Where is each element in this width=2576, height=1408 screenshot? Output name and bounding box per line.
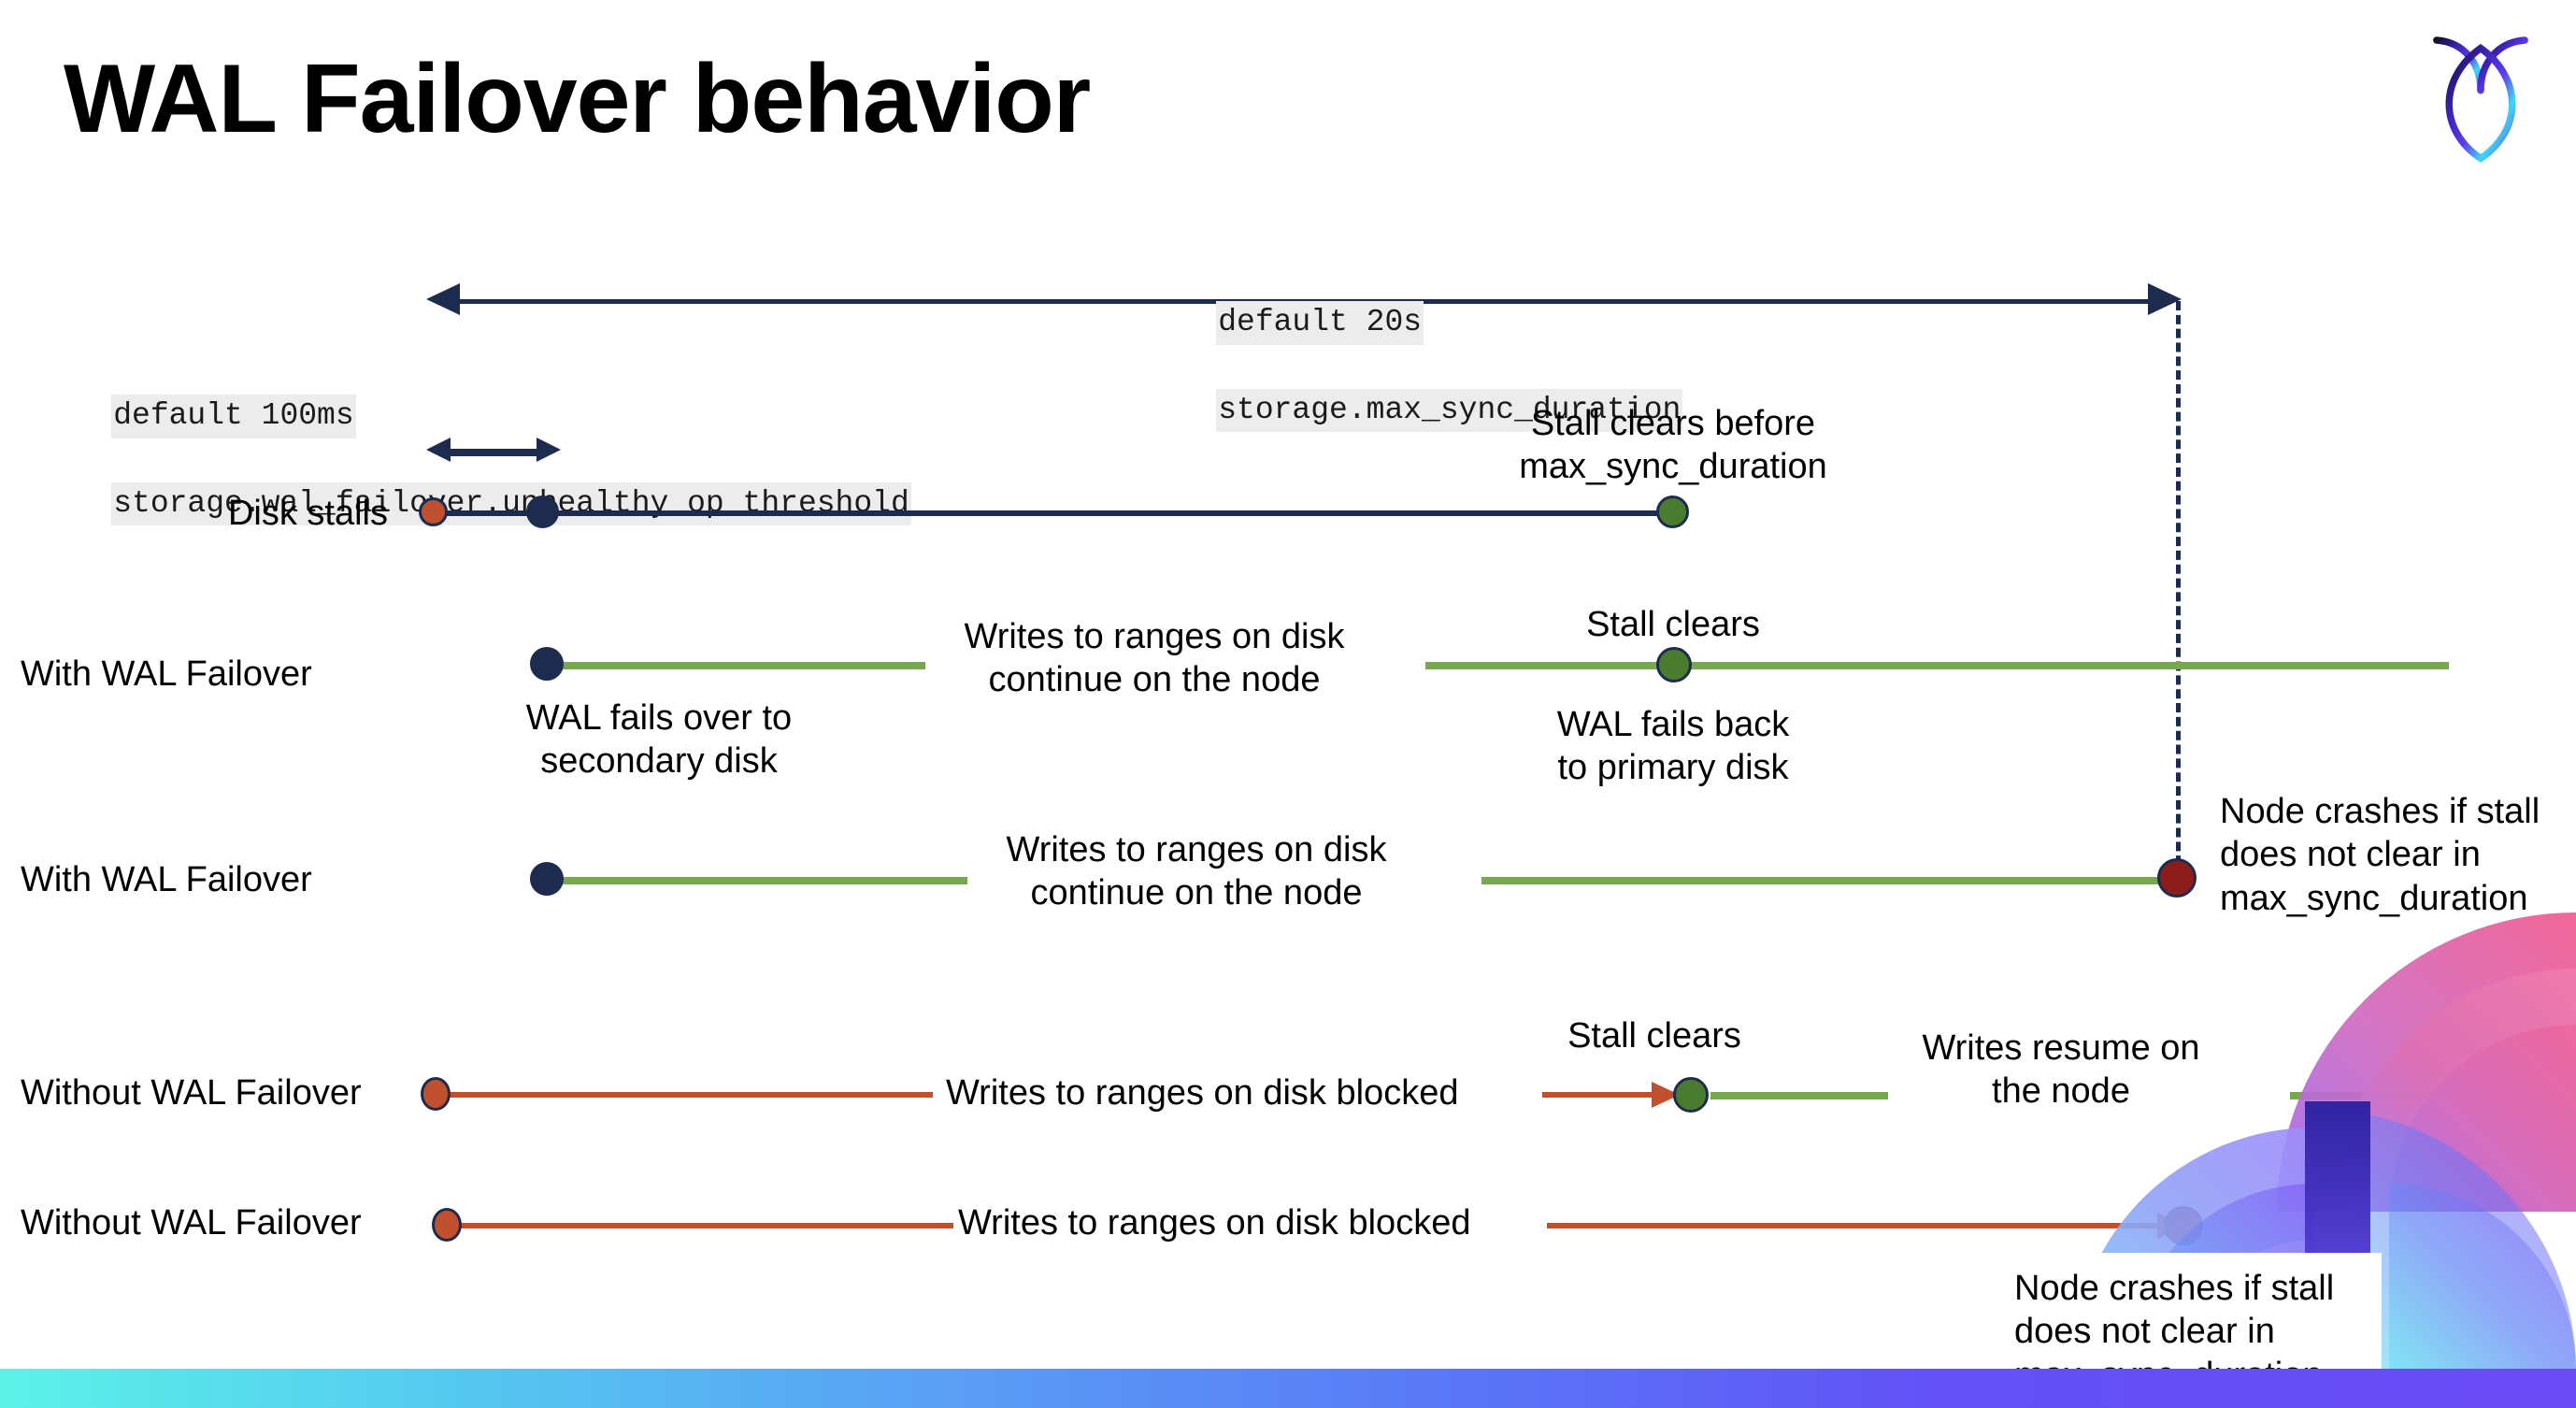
without-failover-crash-blocked-segment-a: [458, 1223, 953, 1228]
unhealthy-op-arrow-right-head: [537, 438, 561, 462]
without-failover-crash-node-crash-dot: [2164, 1206, 2203, 1245]
cockroachdb-logo: [2419, 26, 2542, 166]
without-failover-recovers-resume-segment: [1710, 1092, 1888, 1099]
with-failover-recovers-segment-b: [1425, 662, 2449, 669]
disk-stall-clear-dot: [1656, 496, 1689, 528]
with-failover-recovers-clear-dot: [1656, 647, 1692, 682]
bottom-gradient-band: [0, 1369, 2576, 1408]
with-failover-recovers-failover-dot: [530, 647, 564, 681]
without-failover-recovers-resume-segment-tail: [2290, 1092, 2454, 1099]
max-sync-arrow-left-head: [426, 283, 460, 315]
without-failover-crash-stall-dot: [432, 1208, 462, 1242]
with-failover-crash-segment-a: [547, 877, 967, 884]
row-label-disk-stalls: Disk stalls: [227, 494, 388, 533]
with-failover-crash-segment-b: [1481, 877, 2178, 884]
without-failover-recovers-blocked-note: Writes to ranges on disk blocked: [946, 1073, 1459, 1113]
max-sync-duration-callout: default 20s storage.max_sync_duration: [1142, 257, 1683, 476]
with-failover-crash-failover-dot: [530, 862, 564, 896]
without-failover-recovers-blocked-segment-b: [1542, 1092, 1654, 1098]
row-label-with-failover-crash: With WAL Failover: [21, 860, 312, 899]
without-failover-recovers-resume-note: Writes resume on the node: [1922, 1028, 2200, 1112]
without-failover-recovers-clear-dot: [1673, 1077, 1709, 1113]
disk-stalls-clear-note: Stall clears before max_sync_duration: [1519, 404, 1827, 487]
with-failover-recovers-start-note: WAL fails over to secondary disk: [525, 698, 793, 782]
disk-stall-failover-dot: [526, 496, 559, 528]
with-failover-crash-node-crash-dot: [2157, 858, 2197, 898]
unhealthy-op-arrow-left-head: [426, 438, 451, 462]
max-sync-dashed-guide: [2176, 301, 2181, 879]
without-failover-recovers-stall-dot: [421, 1077, 451, 1111]
disk-stalls-timeline: [439, 510, 1673, 516]
unhealthy-op-arrow-line: [447, 449, 537, 456]
max-sync-default-label: default 20s: [1216, 300, 1424, 345]
max-sync-setting-name: storage.max_sync_duration: [1216, 388, 1683, 433]
without-failover-recovers-blocked-segment-a: [447, 1092, 933, 1098]
with-failover-crash-note: Node crashes if stall does not clear in …: [2220, 792, 2540, 918]
disk-stall-start-dot: [419, 497, 448, 526]
with-failover-recovers-failback-note: WAL fails back to primary disk: [1556, 705, 1790, 788]
with-failover-recovers-clear-note: Stall clears: [1586, 605, 1760, 644]
row-label-without-failover-crash: Without WAL Failover: [21, 1203, 362, 1243]
row-label-with-failover-recovers: With WAL Failover: [21, 654, 312, 694]
without-failover-crash-blocked-note: Writes to ranges on disk blocked: [958, 1203, 1471, 1243]
row-label-without-failover-recovers: Without WAL Failover: [21, 1073, 362, 1113]
without-failover-recovers-clear-note: Stall clears: [1567, 1016, 1741, 1056]
without-failover-crash-blocked-segment-b: [1547, 1223, 2159, 1228]
page-title: WAL Failover behavior: [64, 45, 1091, 153]
with-failover-recovers-segment-a: [547, 662, 925, 669]
unhealthy-op-default-label: default 100ms: [111, 394, 356, 438]
with-failover-recovers-middle-note: Writes to ranges on disk continue on the…: [964, 617, 1345, 700]
with-failover-crash-middle-note: Writes to ranges on disk continue on the…: [1006, 830, 1387, 913]
unhealthy-op-threshold-callout: default 100ms storage.wal_failover.unhea…: [37, 351, 911, 569]
